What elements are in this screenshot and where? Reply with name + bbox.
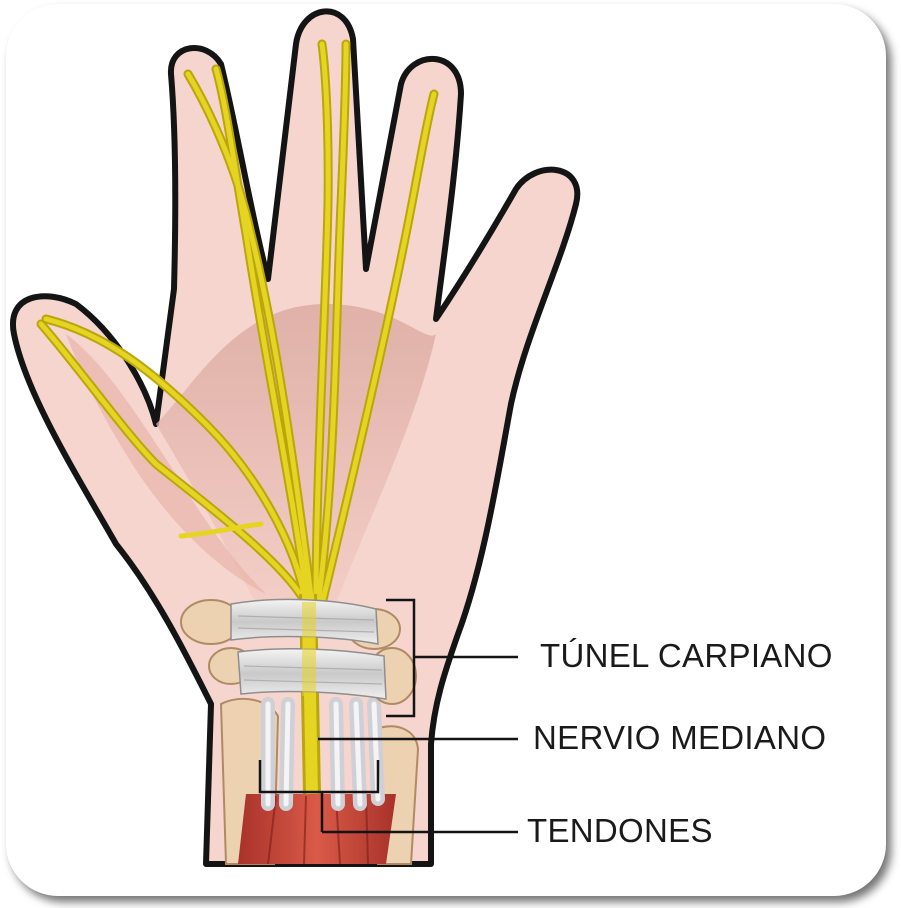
label-median-nerve: NERVIO MEDIANO	[533, 719, 826, 757]
label-carpal-tunnel: TÚNEL CARPIANO	[540, 637, 833, 675]
label-tendons: TENDONES	[527, 812, 713, 850]
hand-illustration	[6, 4, 886, 896]
diagram-card: TÚNEL CARPIANO NERVIO MEDIANO TENDONES	[6, 4, 886, 896]
